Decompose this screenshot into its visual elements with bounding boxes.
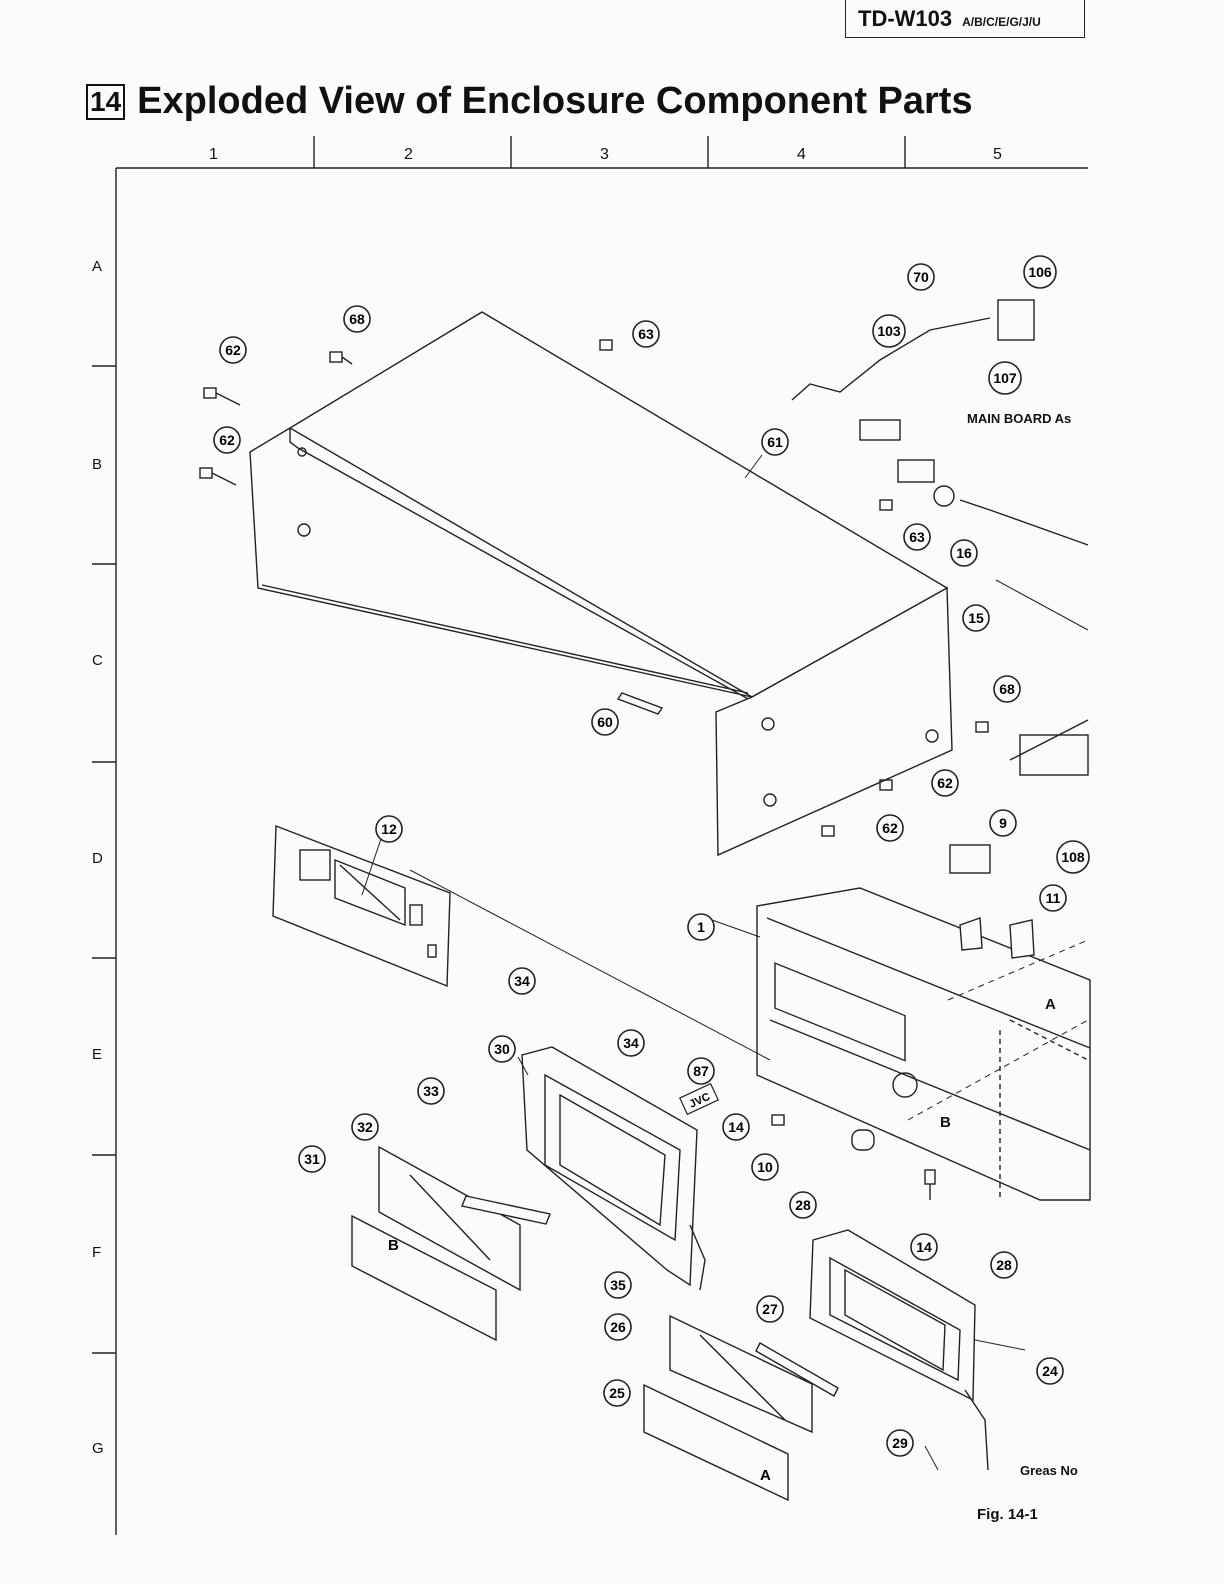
svg-text:61: 61: [767, 434, 783, 450]
svg-text:87: 87: [693, 1063, 709, 1079]
svg-text:34: 34: [623, 1035, 639, 1051]
callout-27: 27: [757, 1296, 783, 1322]
callout-29: 29: [887, 1430, 913, 1456]
callout-34-a: 34: [509, 968, 535, 994]
callout-61: 61: [762, 429, 788, 455]
svg-text:63: 63: [909, 529, 925, 545]
callout-34-b: 34: [618, 1030, 644, 1056]
callout-1: 1: [688, 914, 714, 940]
svg-text:68: 68: [349, 311, 365, 327]
svg-text:9: 9: [999, 815, 1007, 831]
callout-11: 11: [1040, 885, 1066, 911]
callout-12: 12: [376, 816, 402, 842]
svg-text:33: 33: [423, 1083, 439, 1099]
callout-103: 103: [873, 315, 905, 347]
svg-text:10: 10: [757, 1159, 773, 1175]
reference-b: B: [940, 1114, 951, 1131]
callout-106: 106: [1024, 256, 1056, 288]
callout-63-mid: 63: [904, 524, 930, 550]
callout-35: 35: [605, 1272, 631, 1298]
svg-text:28: 28: [795, 1197, 811, 1213]
strip-60: [618, 693, 662, 714]
callout-16: 16: [951, 540, 977, 566]
callout-30: 30: [489, 1036, 515, 1062]
svg-text:26: 26: [610, 1319, 626, 1335]
callout-28-a: 28: [790, 1192, 816, 1218]
svg-text:62: 62: [225, 342, 241, 358]
svg-text:24: 24: [1042, 1363, 1058, 1379]
svg-text:60: 60: [597, 714, 613, 730]
svg-text:12: 12: [381, 821, 397, 837]
callout-26: 26: [605, 1314, 631, 1340]
front-panel: [273, 826, 450, 986]
svg-text:34: 34: [514, 973, 530, 989]
callout-62-c: 62: [932, 770, 958, 796]
svg-text:62: 62: [882, 820, 898, 836]
callout-87: 87: [688, 1058, 714, 1084]
callout-25: 25: [604, 1380, 630, 1406]
cassette-door-b: [522, 1047, 705, 1290]
callout-62-d: 62: [877, 815, 903, 841]
svg-text:11: 11: [1046, 890, 1061, 906]
svg-text:27: 27: [762, 1301, 778, 1317]
svg-text:108: 108: [1061, 849, 1085, 865]
callout-10: 10: [752, 1154, 778, 1180]
svg-text:103: 103: [877, 323, 901, 339]
callout-31: 31: [299, 1146, 325, 1172]
callout-14-b: 14: [911, 1234, 937, 1260]
svg-text:28: 28: [996, 1257, 1012, 1273]
callout-28-b: 28: [991, 1252, 1017, 1278]
callout-68-top: 68: [344, 306, 370, 332]
figure-caption: Fig. 14-1: [977, 1506, 1038, 1523]
svg-text:35: 35: [610, 1277, 626, 1293]
svg-text:16: 16: [956, 545, 972, 561]
svg-text:32: 32: [357, 1119, 373, 1135]
jvc-badge: JVC: [680, 1084, 718, 1115]
svg-text:62: 62: [937, 775, 953, 791]
svg-text:14: 14: [916, 1239, 932, 1255]
svg-text:30: 30: [494, 1041, 510, 1057]
front-chassis: [757, 888, 1090, 1200]
button-11a: [960, 918, 982, 950]
top-cover: [250, 312, 952, 855]
svg-text:25: 25: [609, 1385, 625, 1401]
svg-text:107: 107: [993, 370, 1017, 386]
callout-33: 33: [418, 1078, 444, 1104]
svg-text:70: 70: [913, 269, 929, 285]
callout-63-top: 63: [633, 321, 659, 347]
svg-text:15: 15: [968, 610, 984, 626]
panel-letter-a: A: [760, 1467, 771, 1484]
svg-text:63: 63: [638, 326, 654, 342]
button-11b: [1010, 920, 1034, 958]
callout-68-mid: 68: [994, 676, 1020, 702]
callout-24: 24: [1037, 1358, 1063, 1384]
knob-9: [950, 845, 990, 873]
callout-62-a: 62: [220, 337, 246, 363]
svg-text:106: 106: [1028, 264, 1052, 280]
svg-text:29: 29: [892, 1435, 908, 1451]
callout-14-a: 14: [723, 1114, 749, 1140]
svg-text:68: 68: [999, 681, 1015, 697]
svg-text:62: 62: [219, 432, 235, 448]
callout-108: 108: [1057, 841, 1089, 873]
callout-107: 107: [989, 362, 1021, 394]
callout-32: 32: [352, 1114, 378, 1140]
callout-62-b: 62: [214, 427, 240, 453]
reference-a: A: [1045, 996, 1056, 1013]
panel-letter-b: B: [388, 1237, 399, 1254]
callout-60: 60: [592, 709, 618, 735]
callout-9: 9: [990, 810, 1016, 836]
grease-note: Greas No: [1020, 1463, 1078, 1478]
svg-text:31: 31: [304, 1151, 320, 1167]
svg-text:14: 14: [728, 1119, 744, 1135]
svg-text:1: 1: [697, 919, 705, 935]
callout-70: 70: [908, 264, 934, 290]
main-board-label: MAIN BOARD As: [967, 411, 1071, 426]
callout-15: 15: [963, 605, 989, 631]
